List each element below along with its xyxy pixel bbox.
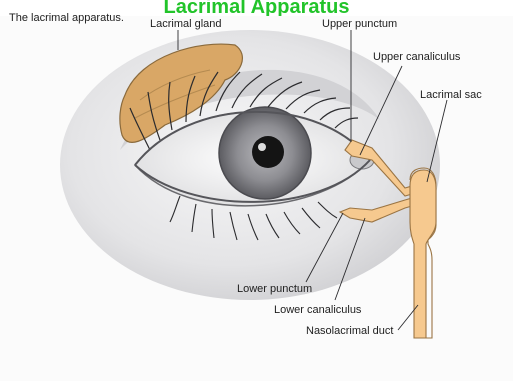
pupil bbox=[252, 136, 284, 168]
label-lower-punctum: Lower punctum bbox=[237, 283, 312, 295]
label-upper-punctum: Upper punctum bbox=[322, 18, 397, 30]
figure-caption: The lacrimal apparatus. bbox=[9, 12, 124, 24]
label-upper-canaliculus: Upper canaliculus bbox=[373, 51, 460, 63]
label-lacrimal-gland: Lacrimal gland bbox=[150, 18, 222, 30]
label-lacrimal-sac: Lacrimal sac bbox=[420, 89, 482, 101]
label-nasolacrimal-duct: Nasolacrimal duct bbox=[306, 325, 393, 337]
label-lower-canaliculus: Lower canaliculus bbox=[274, 304, 361, 316]
pupil-highlight bbox=[258, 143, 266, 151]
